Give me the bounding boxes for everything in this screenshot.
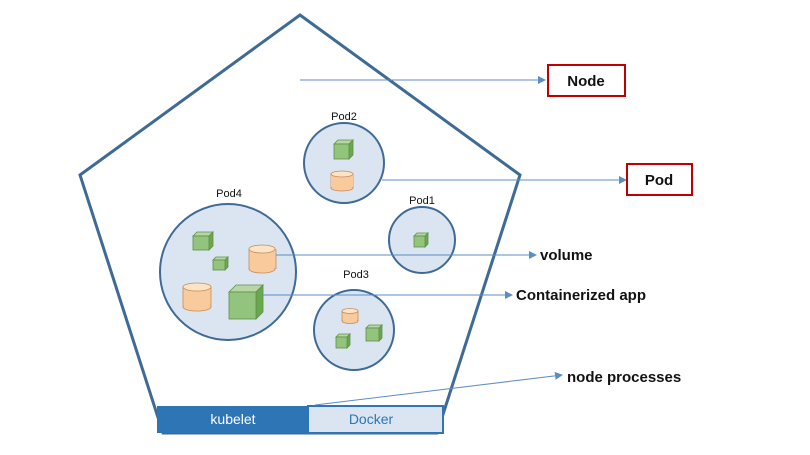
- pod-callout-label: Pod: [645, 172, 673, 189]
- pod4-label: Pod4: [216, 188, 242, 200]
- node-callout-label: Node: [567, 73, 605, 90]
- kubelet-bar: [157, 406, 308, 433]
- pod2-circle: [303, 122, 385, 204]
- kubelet-label: kubelet: [210, 411, 255, 427]
- node-pentagon: [78, 13, 522, 435]
- container-icon: [333, 139, 354, 160]
- containerized-app-callout-label: Containerized app: [516, 287, 646, 304]
- volume-icon: [341, 308, 359, 324]
- pod3-circle: [313, 289, 395, 371]
- container-icon: [192, 231, 214, 251]
- volume-icon: [182, 282, 212, 312]
- container-icon: [228, 284, 264, 320]
- volume-icon: [248, 244, 277, 274]
- pod-callout-box: [626, 163, 693, 196]
- volume-callout-label: volume: [540, 247, 593, 264]
- volume-icon: [330, 170, 354, 192]
- container-icon: [413, 232, 429, 248]
- container-icon: [365, 324, 383, 342]
- docker-bar: [307, 405, 444, 434]
- pod2-label: Pod2: [331, 111, 357, 123]
- container-icon: [335, 333, 351, 349]
- node-callout-box: [547, 64, 626, 97]
- container-icon: [212, 256, 229, 271]
- pod1-label: Pod1: [409, 195, 435, 207]
- pod3-label: Pod3: [343, 269, 369, 281]
- node-processes-callout-label: node processes: [567, 369, 681, 386]
- pod4-circle: [159, 203, 297, 341]
- node-processes-pointer: [314, 371, 563, 406]
- docker-label: Docker: [349, 411, 394, 427]
